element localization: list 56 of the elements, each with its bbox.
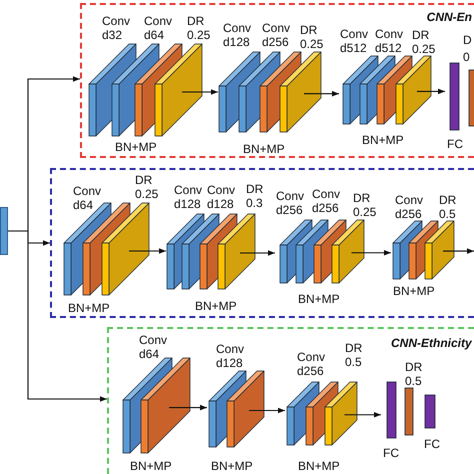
dashed-group-frame xyxy=(80,3,474,158)
group-title: CNN-Ethnicity xyxy=(391,336,472,350)
layer-label: DR 0.5 xyxy=(345,341,362,370)
layer-label: DR 0.25 xyxy=(187,14,210,42)
layer-label: Conv d512 xyxy=(375,27,404,56)
arrow xyxy=(344,412,381,418)
layer-label: BN+MP xyxy=(115,140,157,154)
layer-label: D xyxy=(463,33,472,48)
layer-label: Conv d128 xyxy=(223,21,252,50)
layer-label: BN+MP xyxy=(211,459,253,474)
dashed-group-frame xyxy=(50,168,474,318)
arrow xyxy=(304,90,339,96)
layer-label: BN+MP xyxy=(393,284,435,298)
layer-label: DR 0.3 xyxy=(246,182,264,210)
arrow xyxy=(240,250,275,256)
layer-label: BN+MP xyxy=(362,133,404,148)
arrow xyxy=(129,248,166,254)
layer-label: BN+MP xyxy=(195,299,237,314)
layer-label: Conv d256 xyxy=(312,187,340,216)
arrow xyxy=(443,248,474,254)
arrow xyxy=(182,89,218,95)
layer-label: Conv d128 xyxy=(174,183,202,212)
layer-label: Conv d64 xyxy=(139,333,168,362)
layer-label: Conv d64 xyxy=(73,184,102,212)
layer-label: BN+MP xyxy=(243,142,285,156)
layer-label: Conv d256 xyxy=(276,189,304,218)
layer-label: BN+MP xyxy=(68,301,110,316)
layer-label: Conv d256 xyxy=(297,350,326,378)
layer-label: DR 0.5 xyxy=(439,193,456,222)
arrow xyxy=(249,408,285,414)
group-title: CNN-En xyxy=(426,10,472,24)
dashed-group-frame xyxy=(107,327,474,474)
layer-label: FC xyxy=(447,137,463,152)
layer-label: Conv d256 xyxy=(395,193,424,222)
layer-label: DR 0.25 xyxy=(300,23,324,52)
layer-label: 0 xyxy=(463,50,470,64)
layer-label: Conv d512 xyxy=(340,27,368,56)
arrow xyxy=(8,230,107,402)
layer-label: DR 0.25 xyxy=(353,191,376,220)
layer-label: Conv d128 xyxy=(216,342,244,370)
arrow xyxy=(417,88,445,94)
layer-label: DR 0.25 xyxy=(412,28,436,56)
layer-label: DR 0.5 xyxy=(405,360,422,388)
layer-label: FC xyxy=(424,437,440,452)
layer-label: Conv d256 xyxy=(262,21,290,50)
layer-label: BN+MP xyxy=(130,459,172,474)
layer-label: Conv d32 xyxy=(102,14,130,42)
layer-label: Conv d128 xyxy=(207,183,236,212)
layer-label: BN+MP xyxy=(298,459,340,474)
layer-label: BN+MP xyxy=(298,292,340,306)
arrow xyxy=(169,404,207,410)
layer-label: Conv d64 xyxy=(144,14,172,42)
layer-label: DR 0.25 xyxy=(135,173,158,202)
layer-label: FC xyxy=(383,446,399,460)
input-block xyxy=(0,207,8,255)
arrow xyxy=(352,250,391,256)
